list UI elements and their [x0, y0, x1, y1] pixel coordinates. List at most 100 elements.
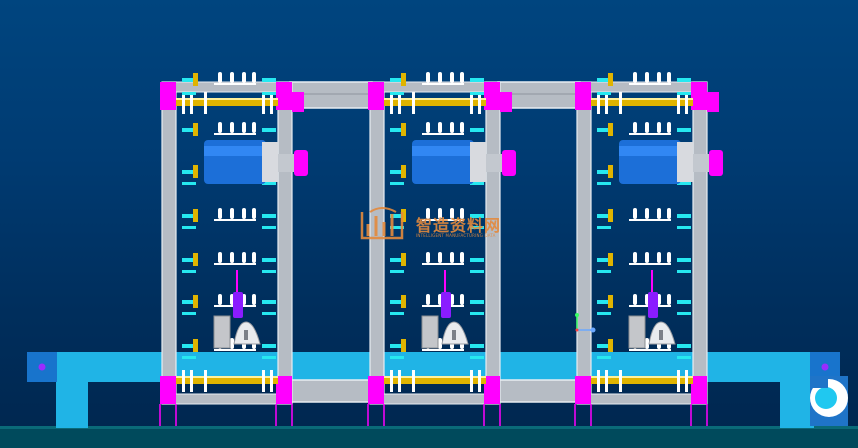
comb-bar — [629, 83, 671, 85]
frame-bottom-crossbar — [576, 393, 708, 405]
left-tab — [390, 128, 404, 132]
motor-coupling — [278, 154, 294, 172]
top-shaft-collar — [270, 92, 273, 114]
top-end-hub — [500, 92, 512, 112]
comb-tooth — [438, 122, 442, 133]
yellow-block — [401, 253, 406, 266]
motor-endcap — [677, 142, 693, 182]
comb-tooth — [645, 208, 649, 219]
comb-bar — [214, 263, 256, 265]
wheel-cut — [810, 376, 828, 388]
bottom-shaft-collar — [478, 370, 481, 392]
comb-tooth — [242, 122, 246, 133]
top-roller-highlight — [384, 98, 486, 100]
comb-bar — [422, 219, 464, 221]
frame-right-upright — [692, 81, 708, 405]
top-shaft-collar — [398, 92, 401, 114]
yellow-block — [193, 165, 198, 178]
spring-wire — [444, 270, 446, 292]
top-shaft-collar — [204, 92, 207, 114]
corner-clamp — [276, 376, 292, 404]
top-roller-shaft — [591, 100, 693, 106]
motor-endcap — [470, 142, 486, 182]
comb-bar — [422, 263, 464, 265]
comb-tooth — [242, 208, 246, 219]
top-shaft-collar — [412, 92, 415, 114]
comb-tooth — [645, 338, 649, 349]
top-shaft-collar — [478, 92, 481, 114]
comb-tooth — [252, 122, 256, 133]
right-tab-lower — [470, 226, 484, 229]
right-tab-lower — [470, 356, 484, 359]
top-shaft-collar — [685, 92, 688, 114]
left-tab-lower — [182, 270, 196, 273]
bell-slot — [659, 330, 663, 340]
yellow-block — [401, 209, 406, 222]
yellow-block — [193, 123, 198, 136]
bottom-roller-highlight — [384, 376, 486, 378]
top-shaft-collar — [677, 92, 680, 114]
corner-clamp — [368, 376, 384, 404]
left-tab-lower — [597, 356, 611, 359]
comb-tooth — [230, 338, 234, 349]
comb-tooth — [667, 72, 671, 83]
yellow-block — [401, 339, 406, 352]
left-tab-lower — [597, 92, 611, 95]
comb-tooth — [450, 208, 454, 219]
right-tab — [470, 300, 484, 304]
right-tab-lower — [677, 312, 691, 315]
right-tab — [470, 78, 484, 82]
bottom-shaft-collar — [204, 370, 207, 392]
comb-tooth — [230, 122, 234, 133]
wheel-hub — [815, 387, 837, 409]
top-roller-shaft — [176, 100, 278, 106]
frame-bottom-crossbar — [161, 393, 293, 405]
comb-tooth — [633, 122, 637, 133]
top-roller-shaft — [384, 100, 486, 106]
left-tab — [390, 78, 404, 82]
left-tab — [182, 128, 196, 132]
right-tab — [677, 300, 691, 304]
right-tab — [262, 128, 276, 132]
comb-tooth — [657, 72, 661, 83]
comb-bar — [214, 349, 256, 351]
comb-tooth — [460, 252, 464, 263]
right-tab-lower — [262, 182, 276, 185]
top-end-hub — [292, 92, 304, 112]
left-tab-lower — [390, 226, 404, 229]
yellow-block — [608, 123, 613, 136]
left-tab — [390, 214, 404, 218]
left-tab-lower — [182, 312, 196, 315]
left-tab — [597, 344, 611, 348]
left-tab — [597, 170, 611, 174]
comb-tooth — [252, 72, 256, 83]
tension-spring — [441, 292, 451, 318]
yellow-block — [401, 73, 406, 86]
left-tab-lower — [182, 182, 196, 185]
right-tab — [262, 78, 276, 82]
bottom-shaft-collar — [619, 370, 622, 392]
right-tab-lower — [470, 312, 484, 315]
top-end-hub — [707, 92, 719, 112]
bottom-shaft-collar — [262, 370, 265, 392]
frame-group — [159, 72, 723, 426]
tension-spring — [233, 292, 243, 318]
bottom-shaft-collar — [412, 370, 415, 392]
comb-tooth — [450, 72, 454, 83]
right-tab-lower — [470, 182, 484, 185]
yellow-block — [193, 253, 198, 266]
watermark-subtitle: INTELLIGENT MANUFACTURING DATA — [416, 233, 496, 238]
comb-tooth — [633, 294, 637, 305]
bottom-roller-highlight — [591, 376, 693, 378]
comb-tooth — [633, 72, 637, 83]
spring-wire — [651, 270, 653, 292]
motor-coupling — [693, 154, 709, 172]
left-tab — [597, 78, 611, 82]
comb-tooth — [252, 252, 256, 263]
left-tab — [597, 300, 611, 304]
comb-tooth — [633, 208, 637, 219]
comb-tooth — [645, 252, 649, 263]
bottom-bracket — [574, 404, 592, 426]
